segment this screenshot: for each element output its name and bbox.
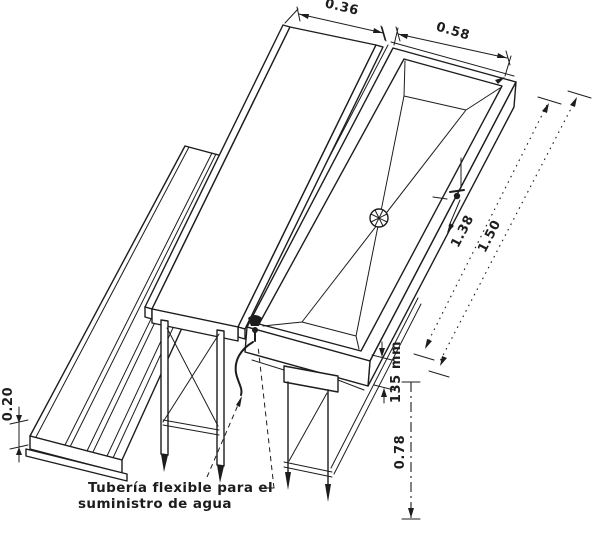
plumbing: [234, 157, 465, 396]
note-line-1: Tubería flexible para el: [88, 480, 273, 496]
table-rail-left-end: [144, 306, 153, 320]
sink-leg-rail: [283, 461, 333, 478]
sink-foot-left: [285, 472, 291, 490]
dim-label-rim-depth: 135 mm: [389, 341, 404, 403]
table-rail-right-end: [237, 326, 246, 340]
dim-rim-depth: 135 mm: [371, 341, 404, 404]
table-leg-right: [216, 329, 225, 467]
annotation-hose-note: Tubería flexible para el suministro de a…: [78, 345, 275, 512]
faucet-left: [248, 315, 262, 342]
dim-label-table-width: 0.36: [323, 0, 360, 19]
dim-label-sink-width: 0.58: [434, 20, 471, 44]
table-leg-frame: [160, 319, 225, 483]
faucet-body: [453, 192, 461, 200]
sink-foot-right: [325, 484, 331, 502]
faucet-crossbar: [449, 189, 465, 193]
faucet-icon: [248, 315, 262, 326]
underbasin-taper: [251, 359, 365, 391]
sink-pedestal: [283, 365, 339, 393]
faucet-right: [432, 157, 465, 233]
faucet-knob: [252, 327, 258, 333]
table-leg-left: [160, 319, 169, 456]
table-foot-left: [161, 454, 168, 472]
sink-apron-front: [244, 326, 371, 387]
dim-label-sink-height: 0.78: [393, 435, 408, 469]
work-table: [144, 24, 384, 483]
sink-unit: [241, 41, 517, 502]
dim-sink-height: 0.78: [393, 381, 421, 520]
note-line-2: suministro de agua: [78, 496, 232, 512]
sink-inner-rim: [258, 58, 503, 352]
drain: [369, 208, 389, 228]
dim-platform-height: 0.20: [1, 387, 29, 463]
dim-label-sink-length: 1.50: [475, 218, 504, 256]
dim-label-platform-height: 0.20: [1, 387, 16, 421]
sink-legs: [287, 381, 329, 485]
platform-runner: [25, 448, 128, 482]
faucet-drop-line: [432, 196, 461, 227]
faucet-drop-arrow: [447, 223, 454, 233]
leader-arrow: [236, 396, 242, 407]
sink-side-stretcher: [330, 297, 422, 475]
table-foot-right: [217, 465, 224, 483]
table-leg-braces: [162, 327, 220, 427]
drain-cross-icon: [370, 209, 388, 227]
sink-leg-brace: [288, 392, 328, 462]
table-leg-rail: [162, 419, 220, 436]
sink-leg-frame: [283, 297, 422, 502]
leader-to-faucet: [257, 345, 275, 489]
flexible-hose: [234, 341, 254, 396]
